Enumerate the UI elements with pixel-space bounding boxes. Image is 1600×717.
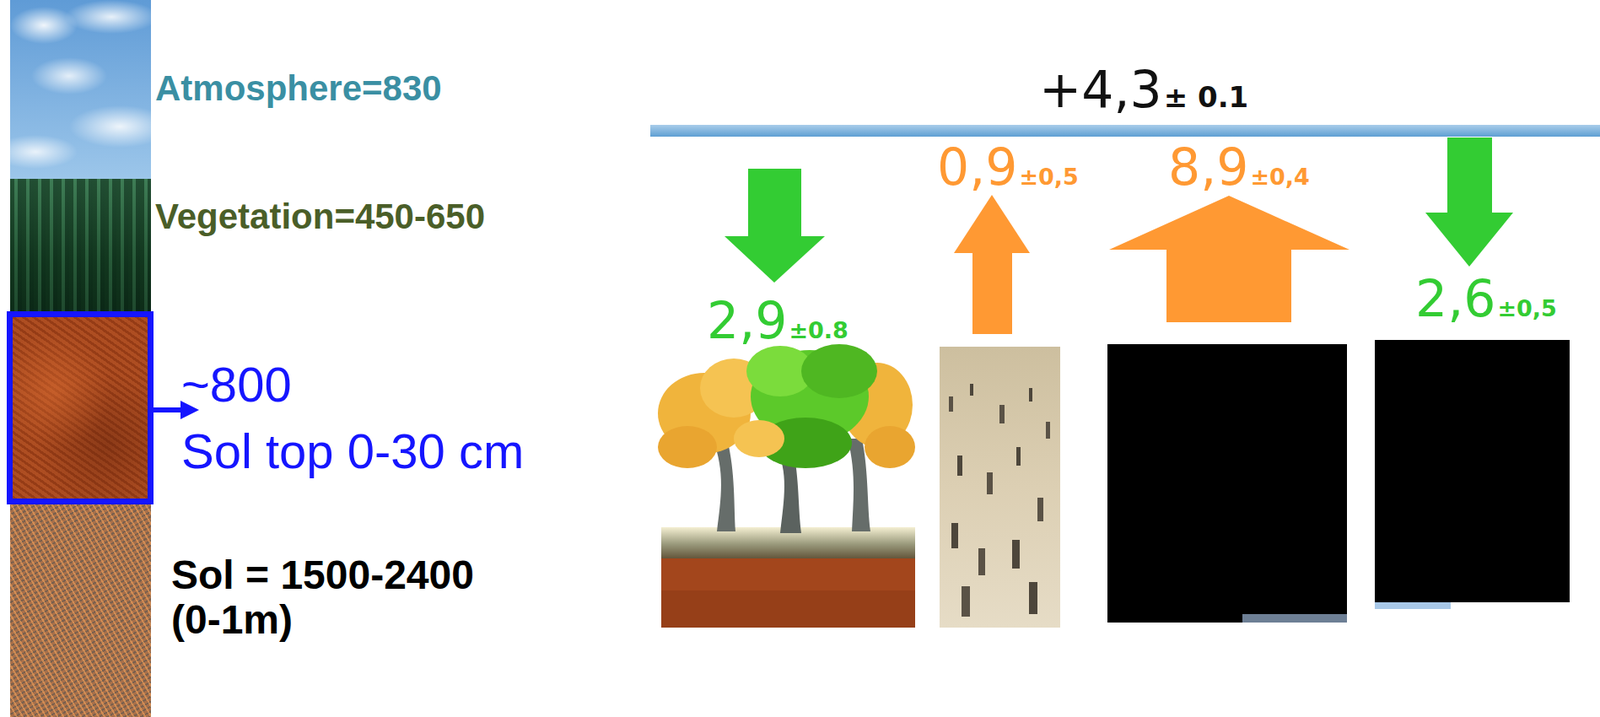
uncertainty: ±0,5 bbox=[1497, 295, 1557, 322]
flux-arrow bbox=[724, 168, 825, 283]
flux-value: 2,6±0,5 bbox=[1415, 273, 1557, 324]
flux-value: 2,9±0.8 bbox=[706, 295, 849, 346]
deforested-picture bbox=[939, 346, 1061, 628]
flux-value: 0,9±0,5 bbox=[937, 141, 1079, 193]
flux-arrow bbox=[1109, 195, 1350, 323]
layer-label: Sol = 1500-2400 (0-1m) bbox=[171, 553, 534, 643]
hidden-picture bbox=[1374, 339, 1570, 603]
flux-value: +4,3± 0.1 bbox=[1039, 64, 1249, 115]
hidden-picture bbox=[1242, 614, 1347, 623]
flux-number: 8,9 bbox=[1168, 137, 1249, 197]
layer-label: Sol top 0-30 cm bbox=[181, 424, 524, 479]
vegetation-layer: Vegetation=450-650 bbox=[10, 178, 151, 313]
uncertainty: ±0,4 bbox=[1249, 163, 1310, 190]
hidden-picture bbox=[1374, 602, 1451, 609]
flux-number: 2,6 bbox=[1415, 269, 1496, 329]
soil-layer: Sol = 1500-2400 (0-1m) bbox=[10, 504, 151, 717]
atmosphere-layer: Atmosphere=830 bbox=[10, 0, 151, 179]
uncertainty: ±0.8 bbox=[788, 317, 848, 344]
layer-label: Atmosphere=830 bbox=[155, 69, 442, 108]
atmosphere-bar bbox=[650, 124, 1600, 137]
flux-value: 8,9±0,4 bbox=[1168, 141, 1310, 193]
topsoil-layer: ~800Sol top 0-30 cm bbox=[6, 311, 154, 505]
flux-number: 0,9 bbox=[937, 137, 1018, 197]
uncertainty: ±0,5 bbox=[1018, 163, 1078, 190]
hidden-picture bbox=[1107, 344, 1347, 623]
flux-number: 2,9 bbox=[706, 290, 787, 351]
stock-value: ~800 bbox=[181, 357, 292, 412]
flux-arrow bbox=[953, 194, 1030, 335]
flux-number: +4,3 bbox=[1039, 59, 1163, 119]
layer-label: Vegetation=450-650 bbox=[155, 197, 485, 237]
flux-arrow bbox=[1425, 137, 1514, 267]
uncertainty: ± 0.1 bbox=[1163, 80, 1250, 114]
forest-picture bbox=[657, 344, 916, 628]
